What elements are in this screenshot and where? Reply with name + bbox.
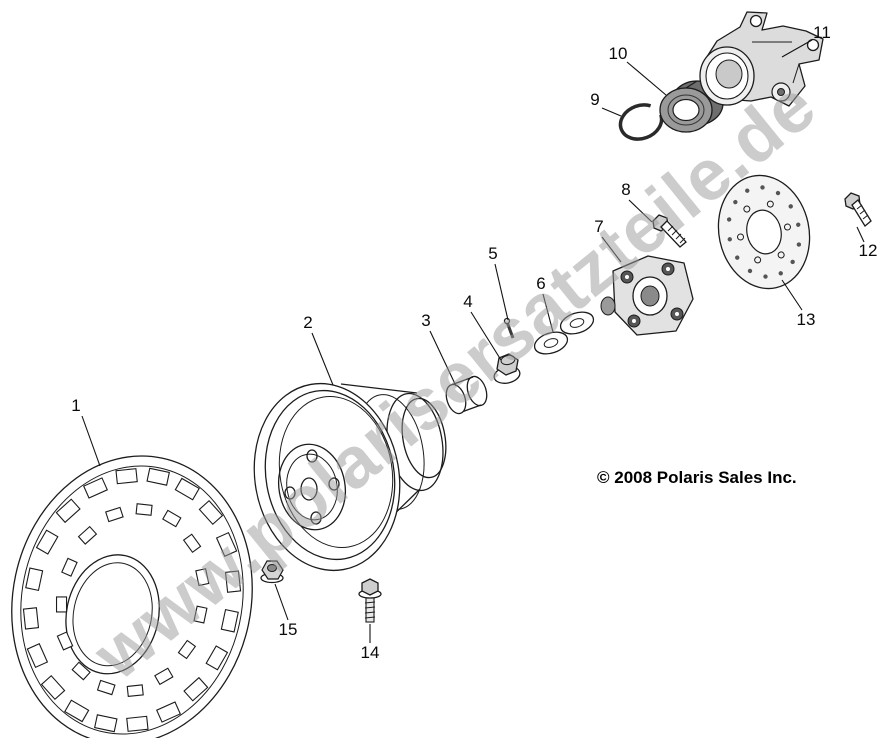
callout-13: 13 [796,310,816,329]
spacer [445,375,488,415]
callout-8: 8 [621,180,631,199]
snap-ring [618,103,664,141]
brake-disc [717,174,811,290]
callout-11: 11 [813,23,831,42]
callout-10: 10 [608,44,628,63]
wheel-hub [600,255,694,336]
lug-nut [493,353,521,384]
washers [533,311,595,355]
callout-12: 12 [858,241,878,260]
copyright-notice: © 2008 Polaris Sales Inc. [597,468,797,487]
callout-9: 9 [590,90,600,109]
wheel-bolt [358,578,382,623]
callout-15: 15 [278,620,298,639]
callout-2: 2 [303,313,313,332]
cotter-pin [503,317,515,339]
callout-5: 5 [488,244,498,263]
callout-1: 1 [71,396,81,415]
leader-lines [81,39,865,643]
carrier-bolt [844,192,872,227]
callout-4: 4 [463,292,473,311]
hub-bolt [652,214,687,248]
bearing-carrier [699,11,824,107]
callout-14: 14 [360,643,380,662]
callout-6: 6 [536,274,546,293]
callout-7: 7 [594,217,604,236]
axle-nut [260,560,284,584]
tire [11,455,253,738]
wheel-rim [253,382,447,572]
callout-3: 3 [421,311,431,330]
